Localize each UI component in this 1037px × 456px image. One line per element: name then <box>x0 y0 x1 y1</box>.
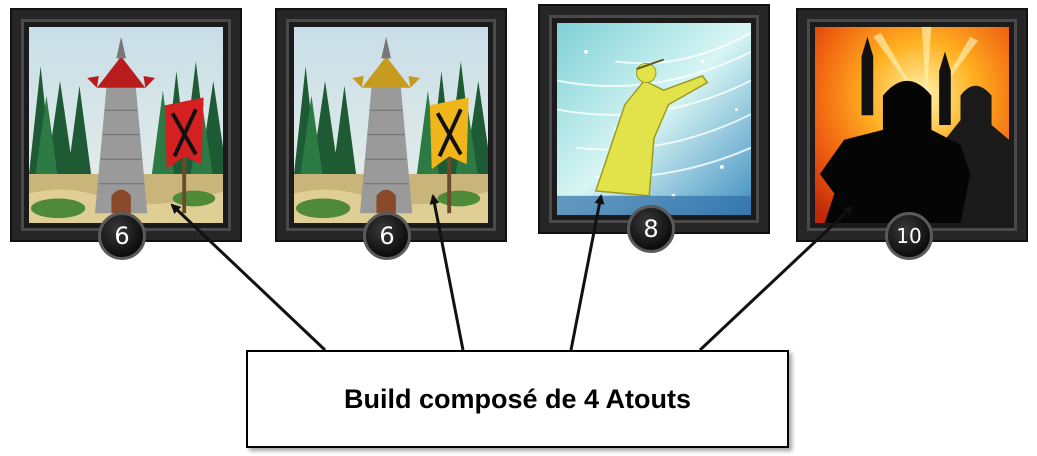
cost-value: 8 <box>643 215 659 243</box>
card-red-tower <box>12 10 240 240</box>
yellow-banner-tower-icon <box>294 27 488 223</box>
card-yellow-tower <box>277 10 505 240</box>
caption-box: Build composé de 4 Atouts <box>246 350 789 448</box>
card-wind-sorcerer <box>540 6 768 232</box>
cost-value: 6 <box>379 222 395 250</box>
wind-sorcerer-icon <box>557 23 751 215</box>
card-dark-warriors <box>798 10 1026 240</box>
cost-badge: 6 <box>363 212 411 260</box>
caption-text: Build composé de 4 Atouts <box>343 383 692 414</box>
red-banner-tower-icon <box>29 27 223 223</box>
cost-value: 10 <box>896 224 922 248</box>
dark-warriors-icon <box>815 27 1009 223</box>
cost-badge: 8 <box>627 205 675 253</box>
cost-value: 6 <box>114 222 130 250</box>
cost-badge: 6 <box>98 212 146 260</box>
cost-badge: 10 <box>885 212 933 260</box>
